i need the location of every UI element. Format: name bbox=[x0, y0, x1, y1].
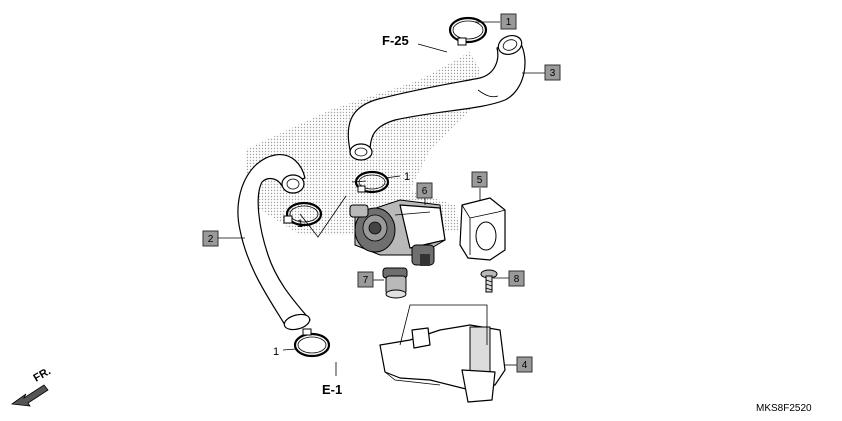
leader-lines bbox=[218, 21, 545, 376]
callout-4: 4 bbox=[516, 356, 533, 373]
grommet-7 bbox=[382, 267, 408, 299]
callout-6: 6 bbox=[416, 182, 433, 199]
screw-8 bbox=[480, 269, 498, 293]
clamp-callout-mid: 1 bbox=[297, 218, 303, 230]
callout-3: 3 bbox=[544, 64, 561, 81]
ref-e1: E-1 bbox=[322, 382, 342, 397]
ref-f25: F-25 bbox=[382, 33, 409, 48]
mount-5 bbox=[459, 197, 506, 261]
diagram-code: MKS8F2520 bbox=[756, 403, 812, 414]
callout-1: 1 bbox=[500, 13, 517, 30]
hose-2 bbox=[237, 153, 311, 331]
callout-5: 5 bbox=[471, 171, 488, 188]
valve-6 bbox=[349, 199, 446, 266]
callout-8-text: 8 bbox=[514, 274, 520, 285]
callout-2: 2 bbox=[202, 230, 219, 247]
bracket-4 bbox=[379, 324, 506, 403]
callout-1-text: 1 bbox=[506, 17, 512, 28]
front-direction-label: FR. bbox=[32, 365, 53, 384]
clamp-upper bbox=[448, 16, 488, 46]
clamp-callout-upper: 1 bbox=[404, 171, 410, 183]
callout-4-text: 4 bbox=[522, 360, 528, 371]
callout-8: 8 bbox=[508, 270, 525, 287]
front-direction-arrow-icon bbox=[10, 384, 49, 407]
callout-3-text: 3 bbox=[550, 68, 556, 79]
hose-3 bbox=[347, 34, 526, 161]
callout-6-text: 6 bbox=[422, 186, 428, 197]
clamp-lower bbox=[293, 328, 331, 358]
clamp-callout-lower: 1 bbox=[273, 346, 279, 358]
callout-7: 7 bbox=[357, 271, 374, 288]
callout-5-text: 5 bbox=[477, 175, 483, 186]
clamp-mid-left bbox=[283, 201, 323, 227]
callout-7-text: 7 bbox=[363, 275, 369, 286]
callout-2-text: 2 bbox=[208, 234, 214, 245]
